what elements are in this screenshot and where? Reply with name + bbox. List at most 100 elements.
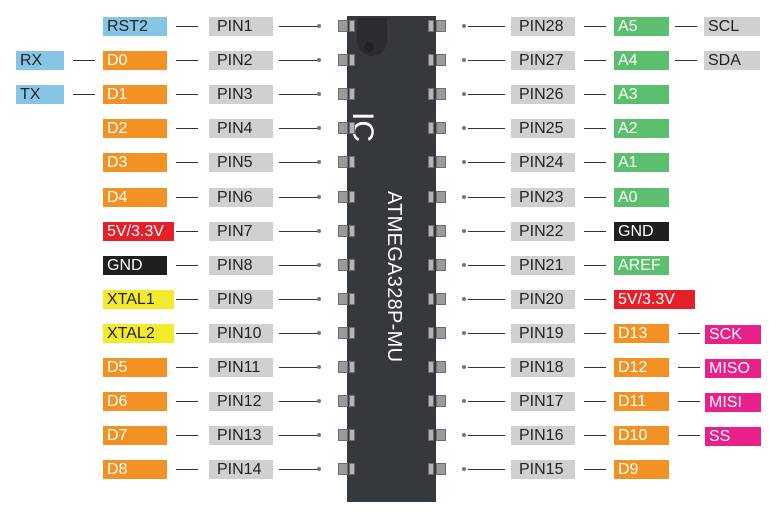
chip-leg [349,122,355,134]
function-label-d5: D5 [103,358,167,377]
chip-leg [338,156,348,168]
function-label-d4: D4 [103,188,167,207]
pin-lead-line [279,128,318,129]
function-label-5v-3-3v: 5V/3.3V [103,222,174,241]
chip-leg [338,361,348,373]
label-connector [176,94,198,95]
pin-label-pin3: PIN3 [209,85,273,104]
chip-model-label: ATMEGA328P-MU [383,191,405,363]
pin-lead-dot [462,24,466,28]
label-connector [678,435,700,436]
pin-lead-dot [317,399,321,403]
function-label-d1: D1 [103,85,167,104]
pin-lead-dot [317,229,321,233]
pin-label-pin4: PIN4 [209,119,273,138]
chip-leg [338,429,348,441]
pin-label-pin20: PIN20 [511,290,575,309]
pin-lead-dot [462,365,466,369]
chip-leg [428,327,434,339]
label-connector [584,197,606,198]
label-connector [584,367,606,368]
pin-lead-line [279,265,318,266]
pin-lead-line [279,94,318,95]
pin-lead-dot [462,160,466,164]
chip-leg [349,463,355,475]
pin-lead-dot [462,467,466,471]
pin-lead-dot [317,365,321,369]
label-connector [176,197,198,198]
pin-label-pin5: PIN5 [209,153,273,172]
function-label-d12: D12 [614,358,669,377]
pin-label-pin8: PIN8 [209,256,273,275]
label-connector [584,162,606,163]
label-connector [678,401,700,402]
pin-lead-line [468,197,505,198]
chip-leg [338,122,348,134]
pin-lead-dot [462,92,466,96]
chip-leg [428,225,434,237]
chip-leg [428,395,434,407]
pin-lead-line [468,435,505,436]
chip-leg [436,88,446,100]
label-connector [678,367,700,368]
pin-label-pin22: PIN22 [511,222,575,241]
chip-leg [428,191,434,203]
chip-leg [338,225,348,237]
label-connector [584,401,606,402]
function-label-xtal2: XTAL2 [103,324,174,343]
pin-label-pin17: PIN17 [511,392,575,411]
label-connector [176,265,198,266]
pin-label-pin9: PIN9 [209,290,273,309]
pin-lead-dot [317,297,321,301]
chip-leg [428,429,434,441]
chip-leg [349,191,355,203]
pin-label-pin27: PIN27 [511,51,575,70]
function-label-a3: A3 [614,85,669,104]
function-label-rst2: RST2 [103,17,167,36]
pin-lead-line [279,435,318,436]
pin-label-pin7: PIN7 [209,222,273,241]
label-connector [584,299,606,300]
pin-lead-line [468,367,505,368]
label-connector [176,60,198,61]
chip-leg [436,395,446,407]
pin-lead-line [279,299,318,300]
function-label-d0: D0 [103,51,167,70]
pin-label-pin26: PIN26 [511,85,575,104]
function-label-d3: D3 [103,153,167,172]
function-label-miso: MISO [705,359,761,378]
pin-lead-dot [317,92,321,96]
pin-label-pin1: PIN1 [209,17,273,36]
function-label-xtal1: XTAL1 [103,290,174,309]
pin-lead-line [468,299,505,300]
chip-leg [436,327,446,339]
label-connector [176,162,198,163]
pin-lead-dot [462,229,466,233]
pin-lead-line [279,26,318,27]
pin-lead-dot [317,331,321,335]
function-label-d7: D7 [103,426,167,445]
pin-label-pin28: PIN28 [511,17,575,36]
function-label-a2: A2 [614,119,669,138]
chip-leg [338,54,348,66]
chip-leg [349,20,355,32]
pin-lead-dot [462,263,466,267]
pin-label-pin21: PIN21 [511,256,575,275]
pin-label-pin18: PIN18 [511,358,575,377]
label-connector [73,60,95,61]
chip-leg [338,259,348,271]
chip-leg [436,293,446,305]
function-label-a4: A4 [614,51,669,70]
label-connector [176,435,198,436]
chip-leg [428,122,434,134]
function-label-sda: SDA [704,51,760,70]
label-connector [176,128,198,129]
pin-lead-dot [317,24,321,28]
pin-lead-dot [317,195,321,199]
chip-leg [349,88,355,100]
pin-lead-dot [317,126,321,130]
function-label-d8: D8 [103,460,167,479]
pin-lead-line [279,333,318,334]
ic-chip-body [347,16,436,502]
